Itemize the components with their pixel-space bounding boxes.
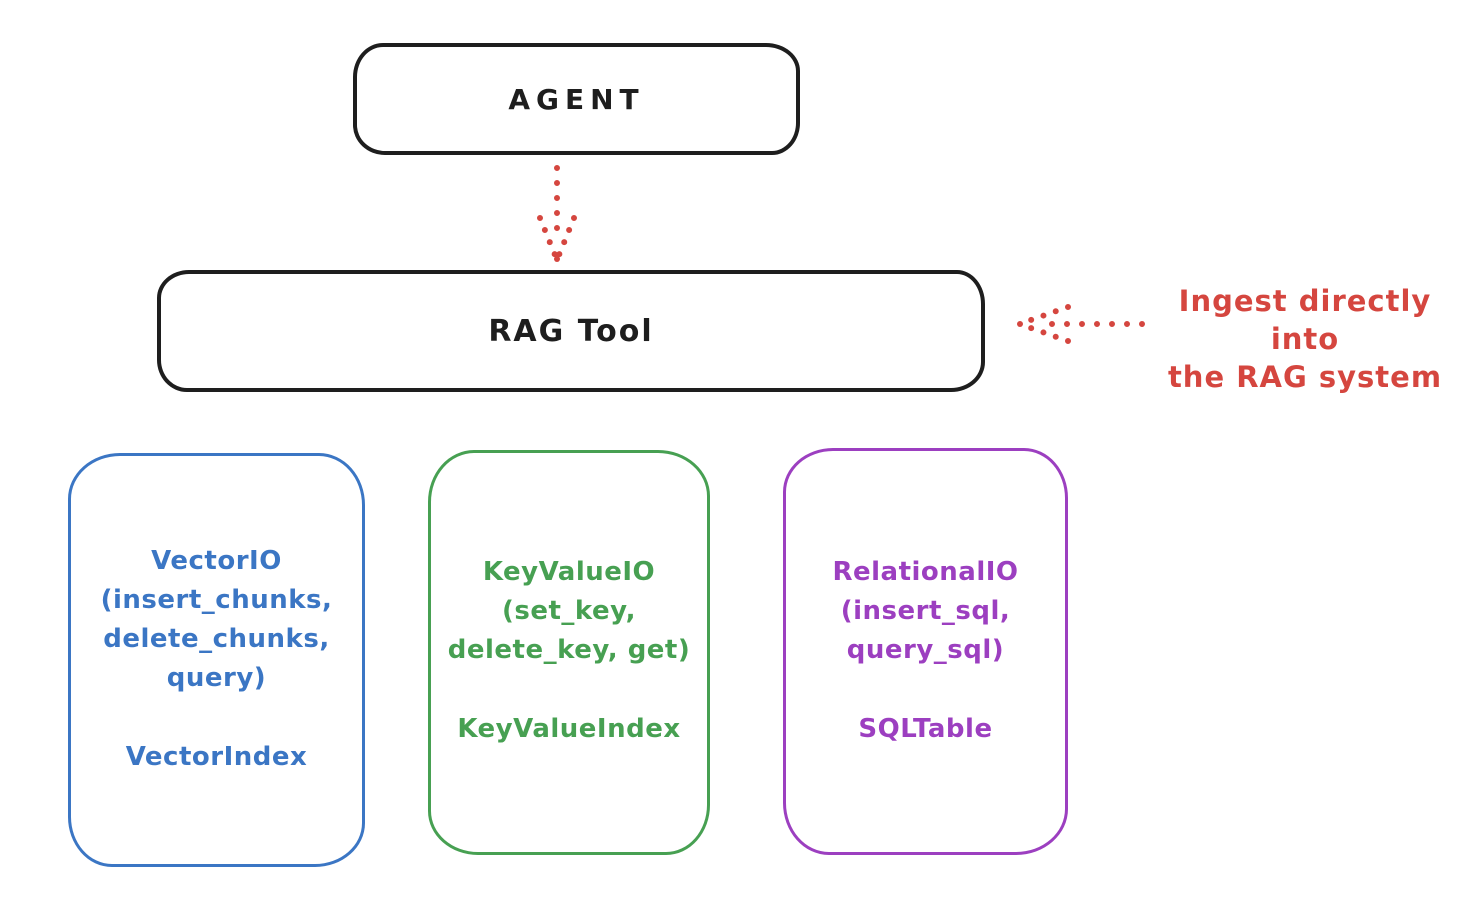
- backend-line: (insert_chunks,: [100, 585, 333, 615]
- rag-tool-box: RAG Tool: [157, 270, 985, 392]
- backend-line: KeyValueIO: [482, 557, 656, 587]
- backend-line: delete_key, get): [447, 635, 691, 665]
- backend-box-relational: RelationalIO (insert_sql, query_sql) SQL…: [783, 448, 1068, 855]
- backend-box-vector: VectorIO (insert_chunks, delete_chunks, …: [68, 453, 365, 867]
- backend-line: query_sql): [846, 635, 1005, 665]
- backend-index-label: KeyValueIndex: [457, 714, 681, 744]
- ingest-annotation: Ingest directly into the RAG system: [1140, 282, 1470, 396]
- backend-line: query): [166, 663, 267, 693]
- ingest-annotation-line1: Ingest directly into: [1178, 284, 1432, 356]
- backend-line: VectorIO: [151, 546, 282, 576]
- backend-index-label: SQLTable: [858, 714, 993, 744]
- rag-tool-label: RAG Tool: [488, 313, 654, 349]
- arrow-down-dotted-icon: [537, 165, 577, 262]
- backend-line: delete_chunks,: [103, 624, 330, 654]
- backend-line: RelationalIO: [832, 557, 1019, 587]
- ingest-annotation-line2: the RAG system: [1167, 360, 1443, 394]
- backend-line: (insert_sql,: [840, 596, 1011, 626]
- agent-box: AGENT: [353, 43, 800, 155]
- arrow-left-dotted-icon: [1017, 304, 1145, 344]
- backend-line: (set_key,: [502, 596, 636, 626]
- agent-label: AGENT: [508, 82, 645, 116]
- backend-box-keyvalue: KeyValueIO (set_key, delete_key, get) Ke…: [428, 450, 710, 855]
- backend-index-label: VectorIndex: [125, 742, 308, 772]
